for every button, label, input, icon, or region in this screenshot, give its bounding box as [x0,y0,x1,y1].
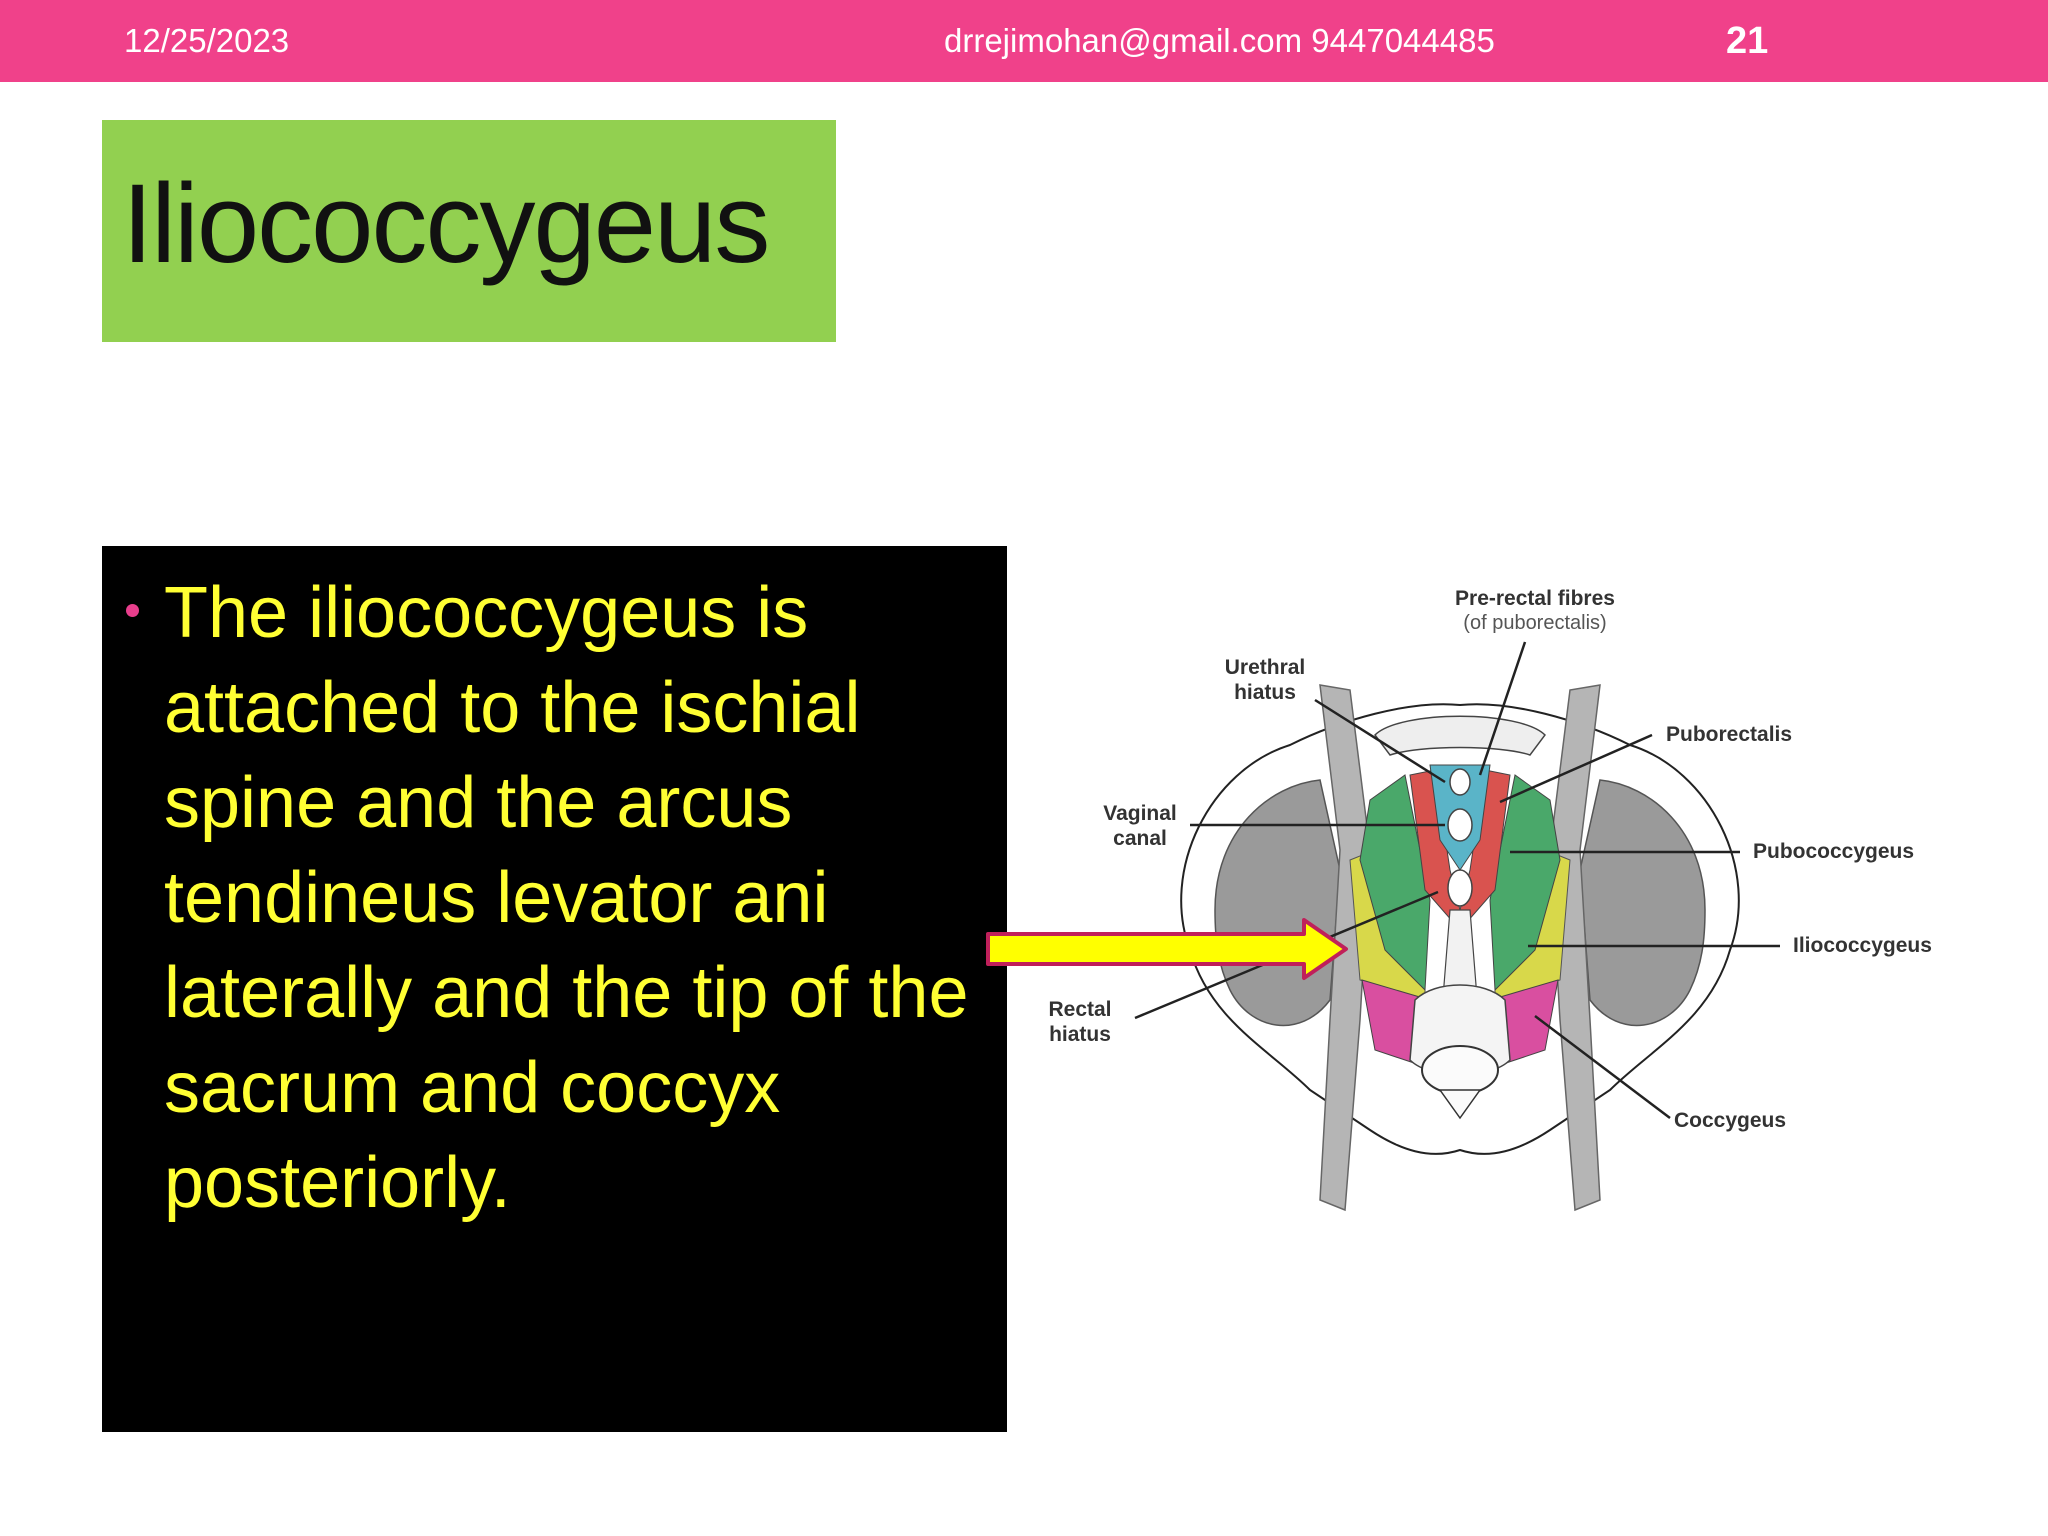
rectal-hiatus-shape [1447,869,1473,907]
label-vaginal-1: Vaginal [1103,802,1177,825]
pubic-top [1374,715,1546,756]
label-pubococcygeus: Pubococcygeus [1753,840,1914,863]
bullet-dot-icon [126,604,139,617]
sacral-body [1421,1045,1499,1095]
label-rectal-1: Rectal [1048,998,1111,1021]
slide-header: 12/25/2023 drrejimohan@gmail.com 9447044… [0,0,2048,82]
pelvic-floor-diagram: Pre-rectal fibres (of puborectalis) Uret… [1048,587,1932,1212]
vaginal-canal-shape [1447,808,1473,842]
urethral-hiatus-shape [1449,768,1471,796]
header-date: 12/25/2023 [124,22,290,59]
sacral-tip [1438,1089,1482,1120]
label-rectal-2: hiatus [1049,1023,1111,1046]
leader-urethral [1314,698,1446,784]
page-number: 21 [1726,20,1769,62]
right-band [1549,684,1601,1212]
label-coccygeus: Coccygeus [1674,1109,1786,1132]
label-prerectal-2: (of puborectalis) [1463,612,1606,634]
title-box: Iliococcygeus [102,120,836,342]
bullet-text: The iliococcygeus is attached to the isc… [164,573,969,1223]
label-urethral-1: Urethral [1225,656,1306,679]
leader-puborectalis [1499,733,1653,804]
slide-title: Iliococcygeus [122,161,770,286]
header-contact: drrejimohan@gmail.com 9447044485 [944,22,1495,59]
leader-prerectal [1478,641,1527,776]
label-vaginal-2: canal [1113,827,1167,850]
right-obturator [1579,779,1706,1027]
label-iliococcygeus: Iliococcygeus [1793,934,1932,957]
label-urethral-2: hiatus [1234,681,1296,704]
leader-coccygeus [1534,1015,1671,1119]
label-prerectal-1: Pre-rectal fibres [1455,587,1615,610]
yellow-arrow-icon [986,918,1348,980]
pelvic-floor-figure: Pre-rectal fibres (of puborectalis) Uret… [1040,570,1940,1230]
text-box: The iliococcygeus is attached to the isc… [102,546,1007,1432]
label-puborectalis: Puborectalis [1666,723,1792,746]
pubococcygeus-left [1359,774,1431,992]
pubococcygeus-right [1489,774,1561,992]
